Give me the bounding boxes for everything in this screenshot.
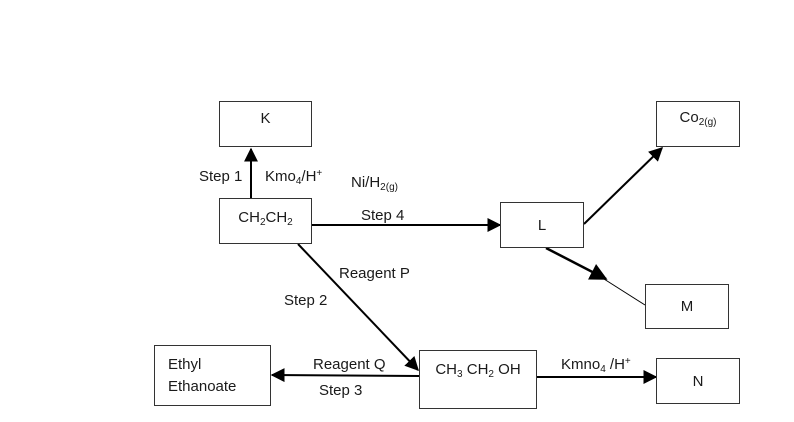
label-step2: Step 2 [284, 292, 328, 309]
node-m: M [645, 284, 729, 329]
node-k: K [219, 101, 312, 147]
node-n-label: N [692, 372, 704, 390]
node-co2: Co2(g) [656, 101, 740, 147]
node-n: N [656, 358, 740, 404]
node-ethanol-formula: CH3 CH2 OH [435, 361, 521, 380]
node-ethene-formula: CH2CH2 [238, 208, 293, 228]
node-m-label: M [680, 298, 694, 315]
label-ni-h2: Ni/H2(g) [351, 174, 398, 193]
ethyl-ethanoate-line2: Ethanoate [168, 377, 237, 395]
label-reagent-p: Reagent P [339, 265, 410, 282]
label-step1: Step 1 [199, 168, 243, 185]
label-step3: Step 3 [319, 382, 363, 399]
node-ethene: CH2CH2 [219, 198, 312, 244]
label-reagent-q: Reagent Q [313, 356, 386, 373]
arrow-l-to-m-head [545, 246, 608, 281]
node-co2-label: Co2(g) [679, 108, 717, 128]
node-k-label: K [260, 109, 271, 127]
node-l-label: L [537, 216, 547, 234]
label-step4: Step 4 [361, 207, 405, 224]
node-ethanol: CH3 CH2 OH [419, 350, 537, 409]
arrow-l-to-m-tail [603, 278, 646, 306]
node-l: L [500, 202, 584, 248]
label-kmno4-h-1: Kmo4/H+ [265, 168, 323, 187]
ethyl-ethanoate-line1: Ethyl [168, 355, 202, 373]
node-ethyl-ethanoate: Ethyl Ethanoate [154, 345, 271, 406]
arrow-step2 [297, 243, 419, 372]
arrow-l-to-co2 [583, 147, 664, 225]
label-kmno4-h-2: Kmno4 /H+ [561, 356, 631, 375]
arrow-step3 [270, 368, 420, 383]
